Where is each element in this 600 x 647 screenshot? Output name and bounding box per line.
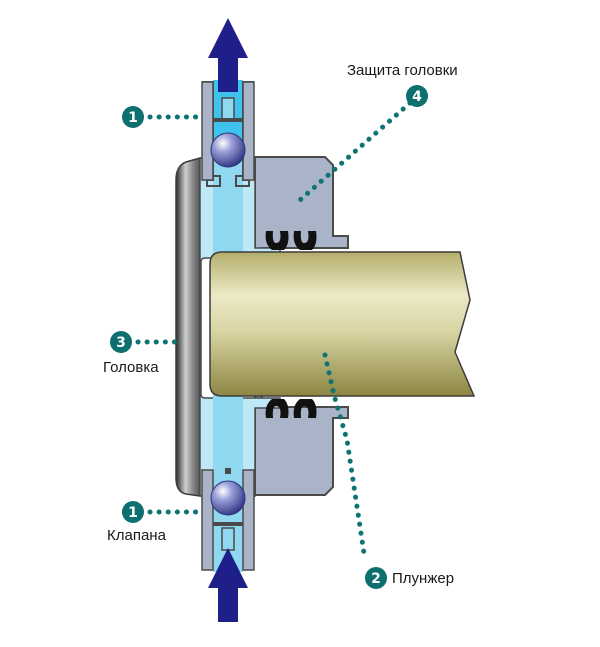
seals-top	[265, 231, 317, 250]
leader-plunger	[322, 352, 368, 563]
arrow-up-inlet	[208, 548, 248, 622]
valve-ball-top	[210, 132, 246, 168]
seals-bottom	[265, 399, 317, 418]
arrow-up-outlet	[208, 18, 248, 92]
svg-text:1: 1	[128, 505, 138, 521]
label-head-protection: Защита головки	[347, 62, 458, 79]
svg-text:4: 4	[412, 89, 422, 105]
label-plunger: Плунжер	[392, 570, 455, 587]
valve-bottom	[201, 468, 255, 571]
plunger	[209, 251, 476, 397]
badge-valve-bottom: 1	[122, 501, 144, 523]
valve-top	[201, 81, 255, 187]
badge-head: 3	[110, 331, 132, 353]
label-head: Головка	[103, 359, 159, 376]
badge-plunger: 2	[365, 567, 387, 589]
badge-head-protection: 4	[406, 85, 428, 107]
valve-ball-bottom	[210, 480, 246, 516]
svg-text:1: 1	[128, 110, 138, 126]
svg-text:3: 3	[116, 335, 126, 351]
label-valves: Клапана	[107, 527, 166, 544]
leader-head-protection	[297, 100, 413, 203]
svg-text:2: 2	[371, 571, 381, 587]
head-body-dark	[175, 157, 201, 497]
badge-valve-top: 1	[122, 106, 144, 128]
